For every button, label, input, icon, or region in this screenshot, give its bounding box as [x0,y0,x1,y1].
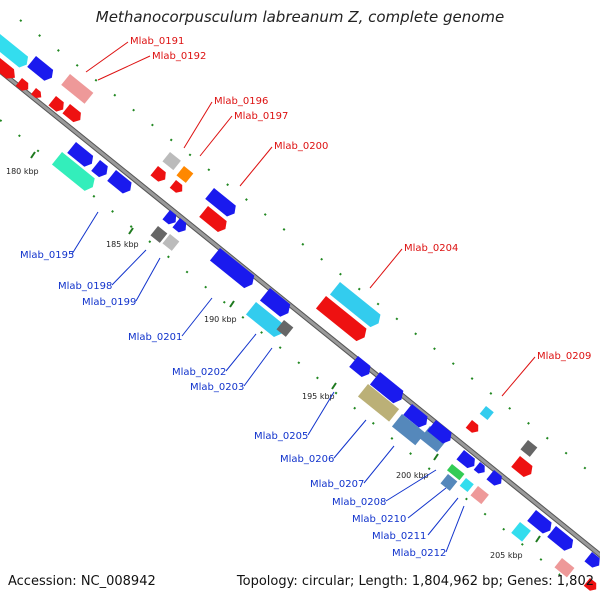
gene-red-r [511,456,533,477]
gene-blue-0191 [27,56,54,81]
gene-red-e [62,104,81,123]
gene-blue-0208a [456,450,475,469]
gene-blue-0206 [403,404,428,428]
gene-blue-0198 [162,210,177,225]
label-mlab-0203[interactable]: Mlab_0203 [190,382,244,393]
tick-mark [331,382,337,390]
gene-steel-0206 [391,414,426,446]
gene-gray-0196 [162,152,181,171]
tick-labels: 180 kbp 185 kbp 190 kbp 195 kbp 200 kbp … [6,167,523,560]
gene-red-0200 [199,206,227,232]
gene-blue-br1 [527,510,552,534]
gene-blue-e2 [91,160,108,178]
tick-label-195: 195 kbp [302,392,335,401]
tick-label-200: 200 kbp [396,471,429,480]
gene-gray-0199 [162,234,180,251]
label-mlab-0199[interactable]: Mlab_0199 [82,297,136,308]
gene-blue-0200 [205,188,236,217]
gene-blue-0205a [349,356,371,377]
gene-blue-0212b [486,470,502,486]
tick-mark [535,535,541,543]
map-title: Methanocorpusculum labreanum Z, complete… [95,8,505,26]
label-mlab-0201[interactable]: Mlab_0201 [128,332,182,343]
label-mlab-0192[interactable]: Mlab_0192 [152,51,206,62]
label-mlab-0206[interactable]: Mlab_0206 [280,454,334,465]
gene-red-g [169,180,183,193]
gene-cyan-0209 [479,406,494,421]
gene-steel-0207 [419,426,448,453]
tick-mark [229,300,235,308]
gene-blue-0207 [427,420,452,444]
gene-orange-0197 [176,166,194,183]
labels-blue: Mlab_0195 Mlab_0198 Mlab_0199 Mlab_0201 … [20,250,446,559]
gene-darkgray-0203 [276,320,294,337]
gene-blue-e1 [67,142,94,167]
gene-blue-0198b [172,218,187,233]
gene-cyan-0211 [459,478,474,493]
gene-blue-br3 [584,552,600,568]
genes [0,30,600,591]
label-mlab-0197[interactable]: Mlab_0197 [234,111,288,122]
topology-text: Topology: circular; Length: 1,804,962 bp… [236,574,594,589]
gene-cyan-top [0,30,29,68]
backbone [0,67,600,559]
gene-pink-0212 [470,486,489,505]
gene-cyan-0204 [329,282,381,328]
label-mlab-0207[interactable]: Mlab_0207 [310,479,364,490]
gene-red-0209 [465,420,479,433]
gene-darkgray-0199 [150,226,168,243]
tick-mark [128,227,134,235]
gene-red-d [48,96,64,112]
gene-cyan-0202 [245,302,285,338]
gene-green-0195 [51,152,95,191]
gene-steel-0210 [440,474,458,491]
label-mlab-0205[interactable]: Mlab_0205 [254,431,308,442]
label-mlab-0209[interactable]: Mlab_0209 [537,351,591,362]
gene-blue-0208b [473,462,485,474]
gene-darkgray-r [520,440,538,457]
gene-red-a [0,58,15,79]
gene-pink-0192 [61,74,94,104]
leader-lines-blue [71,211,465,553]
tick-label-205: 205 kbp [490,551,523,560]
label-mlab-0195[interactable]: Mlab_0195 [20,250,74,261]
gene-cyan-br [511,522,531,542]
gene-pink-br [554,558,575,578]
tick-marks [30,151,541,543]
label-mlab-0200[interactable]: Mlab_0200 [274,141,328,152]
gene-red-f [150,166,166,182]
tick-mark [433,453,439,461]
gene-blue-0202a [259,288,291,317]
gene-blue-0205b [369,372,404,404]
leader-lines-red [85,41,536,397]
gene-red-0204 [315,296,367,342]
label-mlab-0202[interactable]: Mlab_0202 [172,367,226,378]
gene-blue-br2 [547,526,574,551]
gene-blue-0201 [209,248,255,289]
gene-blue-e3 [107,170,132,194]
gene-red-c [30,88,42,98]
gene-green-0208 [446,464,465,481]
labels-red: Mlab_0191 Mlab_0192 Mlab_0196 Mlab_0197 … [130,36,591,362]
tick-label-180: 180 kbp [6,167,39,176]
label-mlab-0198[interactable]: Mlab_0198 [58,281,112,292]
tick-label-190: 190 kbp [204,315,237,324]
outer-dash-ring [0,19,600,576]
label-mlab-0191[interactable]: Mlab_0191 [130,36,184,47]
label-mlab-0208[interactable]: Mlab_0208 [332,497,386,508]
accession-text: Accession: NC_008942 [8,574,156,589]
label-mlab-0196[interactable]: Mlab_0196 [214,96,268,107]
label-mlab-0212[interactable]: Mlab_0212 [392,548,446,559]
tick-label-185: 185 kbp [106,240,139,249]
label-mlab-0211[interactable]: Mlab_0211 [372,531,426,542]
tick-mark [30,151,36,159]
label-mlab-0210[interactable]: Mlab_0210 [352,514,406,525]
gene-olive-0205 [357,384,400,422]
label-mlab-0204[interactable]: Mlab_0204 [404,243,458,254]
gene-red-b [15,78,29,91]
gene-red-br [583,578,597,591]
